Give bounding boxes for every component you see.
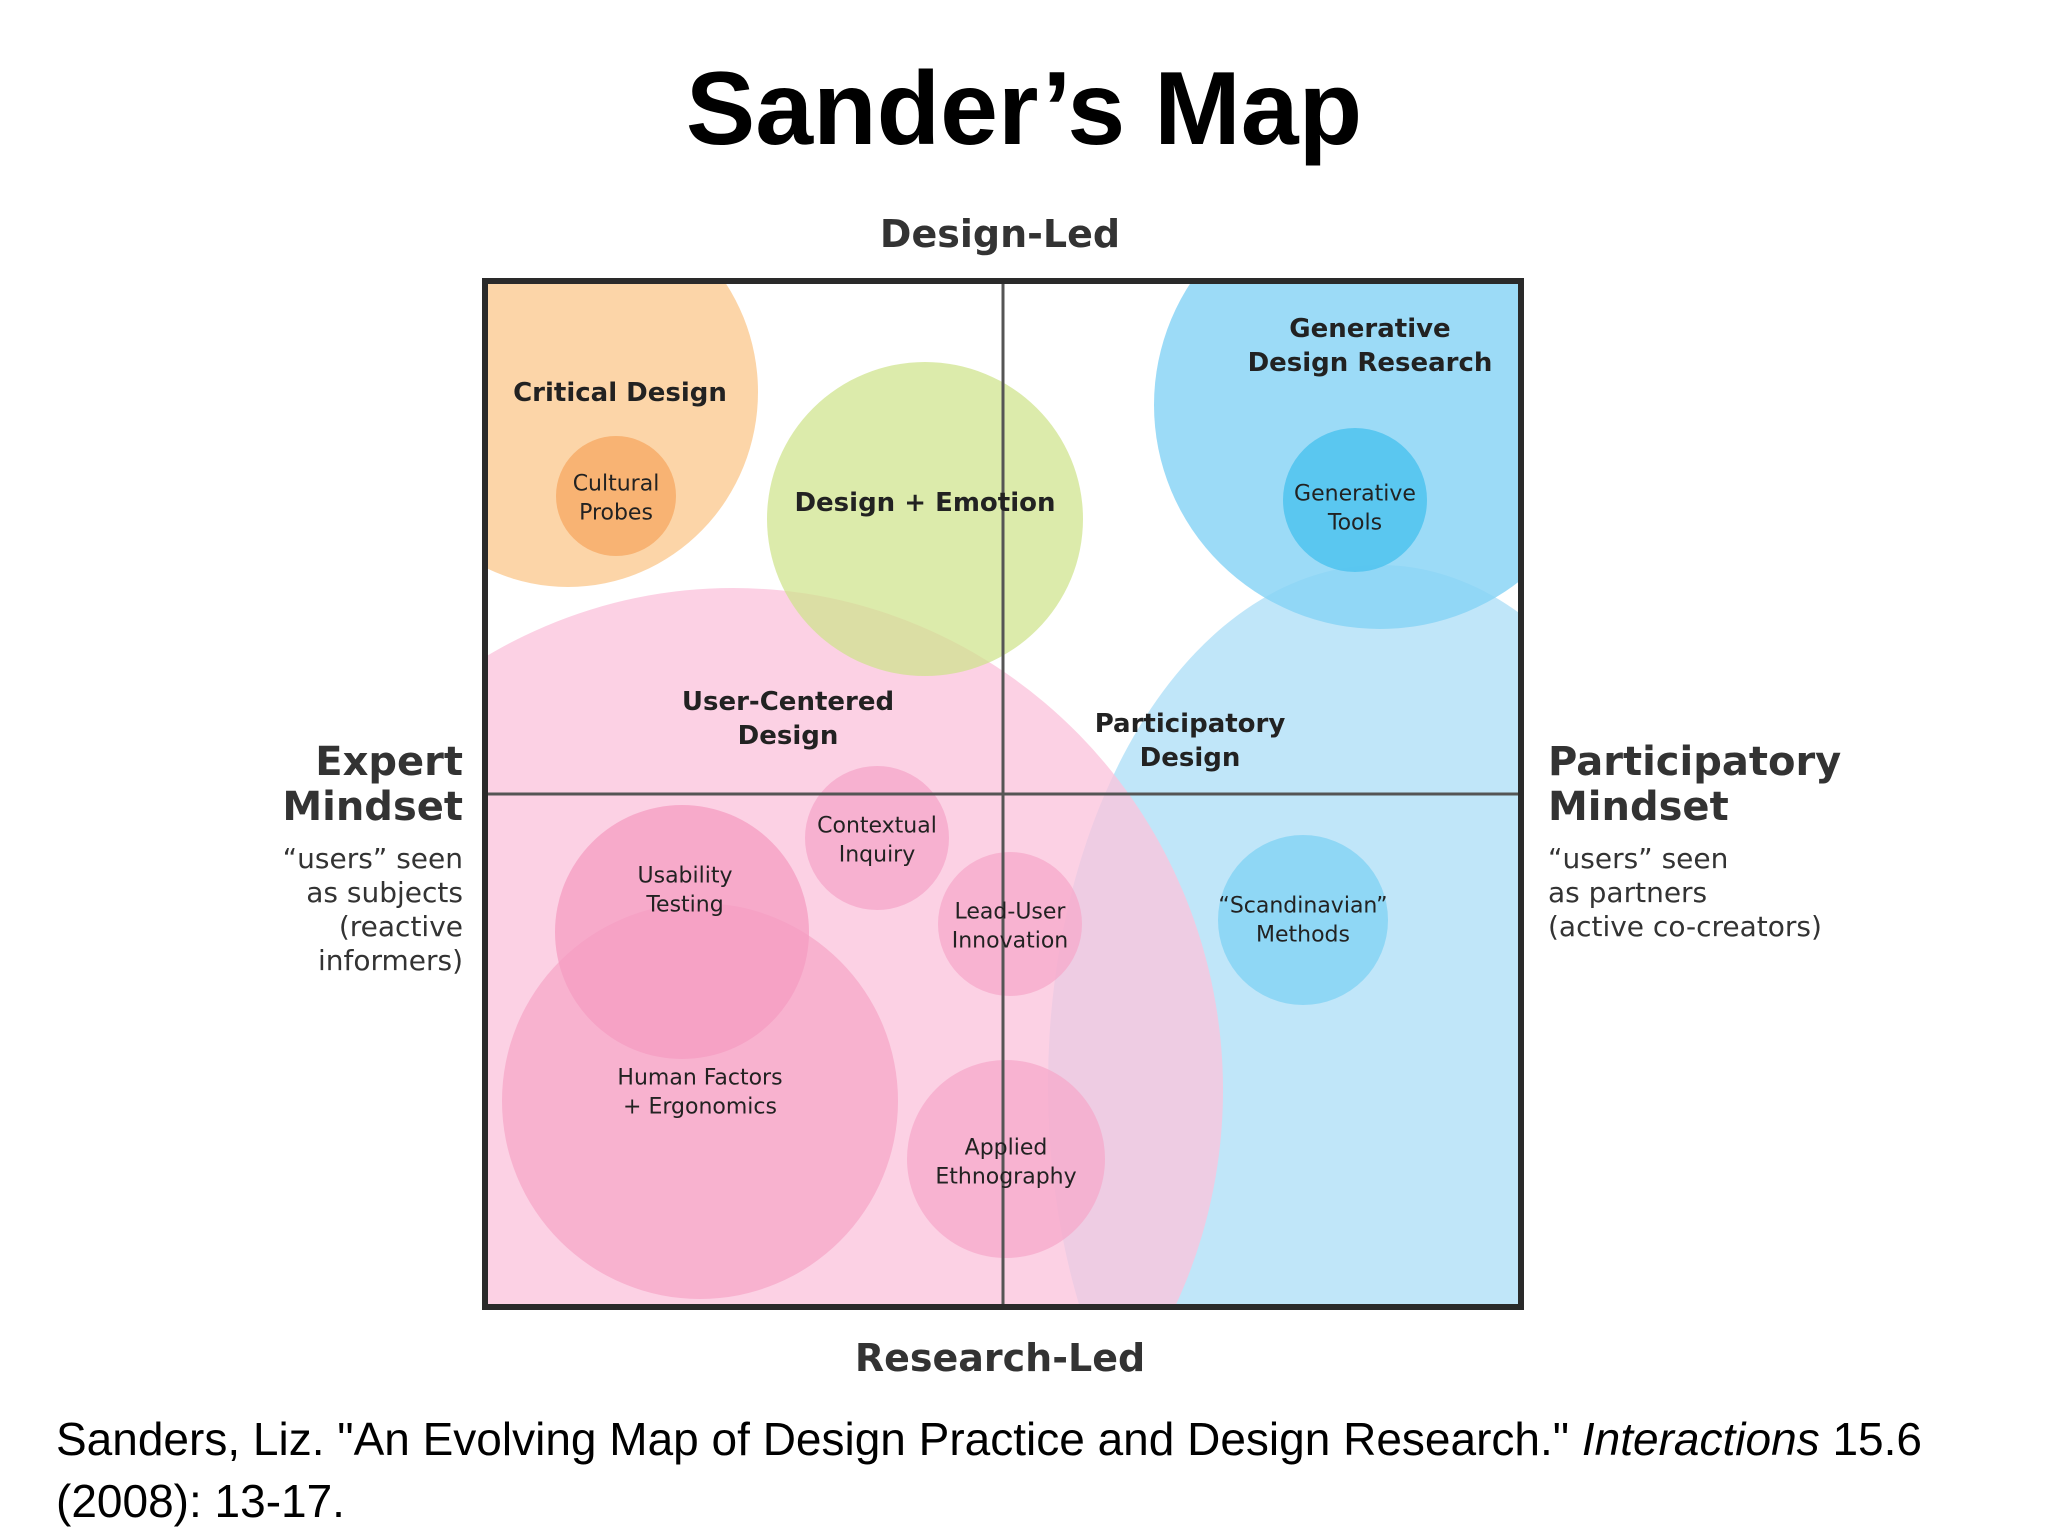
contextual-inquiry-label-line: Contextual [817,814,937,839]
generative-tools-label-line: Tools [1327,511,1382,536]
applied-ethnography-bubble [907,1060,1105,1258]
axis-label-research-led: Research-Led [854,1336,1146,1380]
expert-mindset-description-line: (reactive [338,910,463,943]
participatory-mindset-label: Participatory Mindset “users” seen as pa… [1548,740,1841,944]
contextual-inquiry-label-line: Inquiry [839,843,916,868]
participatory-mindset-heading-line: Mindset [1548,784,1729,830]
participatory-design-label-line: Design [1140,743,1241,773]
usability-testing-label-line: Testing [645,893,723,918]
participatory-mindset-description-line: “users” seen [1548,842,1729,875]
critical-design-bubble [485,281,758,587]
participatory-mindset-description-line: as partners [1548,876,1708,909]
generative-design-research-label-line: Design Research [1248,348,1493,378]
usability-testing-bubble [555,805,809,1059]
human-factors-ergonomics-label-line: Human Factors [617,1066,782,1091]
expert-mindset-description: “users” seen as subjects (reactive infor… [282,842,463,978]
scandinavian-methods-bubble [1218,835,1388,1005]
map-frame [482,278,1524,1310]
expert-mindset-label: Expert Mindset “users” seen as subjects … [282,740,463,978]
expert-mindset-description-line: as subjects [306,876,463,909]
bubble-layer [485,281,1521,1307]
cultural-probes-label-line: Cultural [573,472,660,497]
expert-mindset-description-line: “users” seen [282,842,463,875]
citation-text: Sanders, Liz. "An Evolving Map of Design… [56,1413,1582,1465]
participatory-design-label-line: Participatory [1095,709,1286,739]
participatory-mindset-description: “users” seen as partners (active co-crea… [1548,842,1841,944]
generative-tools-bubble [1283,428,1427,572]
participatory-mindset-heading: Participatory Mindset [1548,740,1841,830]
expert-mindset-description-line: informers) [317,944,463,977]
design-emotion-label-line: Design + Emotion [794,488,1055,518]
generative-design-research-label-line: Generative [1289,314,1450,344]
generative-tools-label-line: Generative [1294,482,1416,507]
lead-user-innovation-label-line: Innovation [952,929,1068,954]
critical-design-label-line: Critical Design [513,378,727,408]
applied-ethnography-label-line: Ethnography [935,1165,1076,1190]
citation-details: 15.6 (2008): 13-17. [56,1413,1922,1527]
human-factors-ergonomics-label-line: + Ergonomics [623,1095,777,1120]
design-emotion-label: Design + Emotion [794,488,1055,518]
expert-mindset-heading: Expert Mindset [282,740,463,830]
citation: Sanders, Liz. "An Evolving Map of Design… [56,1408,2016,1532]
scandinavian-methods-label: “Scandinavian” Methods [1218,894,1387,948]
scandinavian-methods-label-line: “Scandinavian” [1218,894,1387,919]
critical-design-label: Critical Design [513,378,727,408]
lead-user-innovation-label-line: Lead-User [955,900,1067,925]
cultural-probes-label-line: Probes [579,501,653,526]
scandinavian-methods-label-line: Methods [1256,923,1350,948]
design-emotion-bubble [767,362,1083,676]
lead-user-innovation-bubble [938,852,1082,996]
participatory-mindset-description-line: (active co-creators) [1548,910,1822,943]
user-centered-design-label-line: Design [738,721,839,751]
participatory-mindset-heading-line: Participatory [1548,739,1842,785]
applied-ethnography-label-line: Applied [965,1136,1048,1161]
axis-label-design-led: Design-Led [879,212,1121,256]
usability-testing-label-line: Usability [638,864,733,889]
user-centered-design-label-line: User-Centered [682,687,894,717]
expert-mindset-heading-line: Mindset [282,784,463,830]
cultural-probes-bubble [556,436,676,556]
contextual-inquiry-bubble [805,766,949,910]
slide-title: Sander’s Map [685,51,1363,167]
human-factors-ergonomics-label: Human Factors + Ergonomics [617,1066,782,1120]
citation-journal: Interactions [1581,1413,1820,1465]
expert-mindset-heading-line: Expert [315,739,463,785]
